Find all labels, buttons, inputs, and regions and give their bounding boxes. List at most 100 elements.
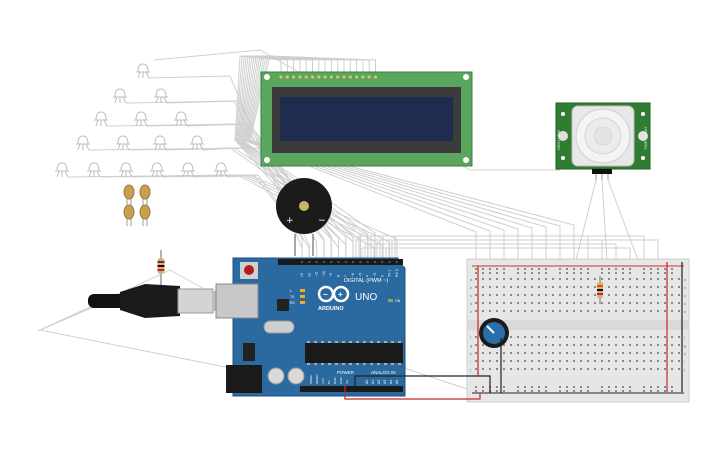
row-letter: c: [470, 293, 472, 298]
digital-pin-label: 4: [366, 275, 370, 277]
led-icon[interactable]: [87, 162, 101, 178]
analog-pin-label: A4: [389, 380, 393, 384]
row-letter: g: [684, 343, 686, 348]
row-letter: j: [469, 367, 471, 372]
arduino-logo-icon: − +: [317, 285, 350, 303]
digital-pin-label: TX 1: [388, 270, 392, 277]
digital-pin-label: 7: [344, 275, 348, 277]
digital-pin-label: ~11: [315, 271, 319, 277]
row-letter: i: [684, 359, 685, 364]
power-pin-label: 3.3V: [321, 378, 325, 384]
row-letter: d: [684, 301, 686, 306]
buzzer-minus-label: −: [318, 216, 326, 226]
analog-pin-label: A2: [377, 380, 381, 384]
reset-button[interactable]: [244, 265, 254, 275]
led-icon[interactable]: [153, 135, 167, 151]
digital-pin-label: 8: [337, 275, 341, 277]
row-letter: g: [470, 343, 472, 348]
led-icon[interactable]: [116, 135, 130, 151]
buzzer-plus-label: +: [286, 216, 294, 226]
lcd-display[interactable]: [260, 71, 473, 167]
row-letter: a: [470, 277, 473, 282]
buzzer[interactable]: + −: [276, 178, 332, 256]
led-icon[interactable]: [94, 111, 108, 127]
row-letter: b: [684, 285, 687, 290]
led-array: [55, 63, 228, 178]
led-icon[interactable]: [181, 162, 195, 178]
led-icon[interactable]: [174, 111, 188, 127]
power-pin-label: GND: [339, 377, 343, 385]
led-icon[interactable]: [76, 135, 90, 151]
usb-cable[interactable]: [88, 284, 224, 318]
led-icon[interactable]: [134, 111, 148, 127]
led-icon[interactable]: [113, 88, 127, 104]
pir-sensor[interactable]: HIGH LOW TIME DELAY: [555, 102, 651, 180]
on-label: ON: [395, 299, 401, 303]
usb-plug-icon: [88, 294, 128, 308]
capacitor-icon[interactable]: [123, 204, 135, 226]
pir-right-label: TIME DELAY: [643, 126, 648, 150]
digital-pin-label: ~3: [373, 273, 377, 277]
digital-pin-label: 13: [300, 273, 304, 277]
power-pin-label: IOREF: [309, 375, 313, 384]
capacitor-icon[interactable]: [123, 184, 135, 206]
power-pin-label: Vin: [345, 379, 349, 384]
digital-pin-label: 12: [307, 273, 311, 277]
lcd-screen: [280, 97, 453, 141]
power-pin-label: RESET: [315, 374, 319, 384]
row-letter: c: [684, 293, 686, 298]
lcd-pin-header: [279, 75, 378, 79]
digital-pin-label: ~9: [329, 273, 333, 277]
led-l-label: L: [290, 289, 292, 293]
power-pin-label: 5V: [327, 380, 331, 384]
mcu-pins: [307, 341, 401, 365]
digital-header: [278, 259, 403, 265]
potentiometer[interactable]: [479, 318, 509, 348]
row-letter: h: [470, 351, 472, 356]
led-icon[interactable]: [214, 162, 228, 178]
analog-label: ANALOG IN: [371, 370, 396, 375]
led-icon[interactable]: [136, 63, 150, 79]
row-letter: j: [683, 367, 685, 372]
analog-pin-label: A5: [395, 380, 399, 384]
power-pin-label: GND: [333, 377, 337, 385]
svg-text:−: −: [323, 290, 328, 299]
digital-pin-label: ~10: [322, 271, 326, 277]
led-tx-label: TX: [290, 295, 295, 299]
digital-label: DIGITAL (PWM ~): [344, 278, 388, 284]
analog-pin-label: A0: [365, 380, 369, 384]
led-icon[interactable]: [55, 162, 69, 178]
resistor-breadboard[interactable]: [597, 276, 603, 304]
analog-pin-label: A1: [371, 380, 375, 384]
board-model: UNO: [355, 292, 377, 303]
row-letter: b: [470, 285, 473, 290]
capacitor-icon[interactable]: [139, 204, 151, 226]
board-brand: ARDUINO: [318, 306, 344, 312]
capacitor-icon[interactable]: [139, 184, 151, 206]
resistor-usb[interactable]: [157, 250, 165, 285]
led-icon[interactable]: [190, 135, 204, 151]
row-letter: a: [684, 277, 687, 282]
row-letter: f: [470, 335, 472, 340]
led-rx-label: RX: [290, 301, 296, 305]
svg-text:+: +: [338, 290, 343, 299]
row-letter: e: [470, 309, 473, 314]
led-icon[interactable]: [154, 88, 168, 104]
row-letter: d: [470, 301, 472, 306]
digital-pin-label: 2: [380, 275, 384, 277]
led-icon[interactable]: [150, 162, 164, 178]
row-letter: f: [684, 335, 686, 340]
led-icon[interactable]: [119, 162, 133, 178]
digital-pin-label: ~5: [358, 273, 362, 277]
row-letter: h: [684, 351, 686, 356]
digital-pin-label: ~6: [351, 273, 355, 277]
power-label: POWER: [337, 370, 355, 375]
row-letter: e: [684, 309, 687, 314]
power-wires: [344, 262, 683, 400]
analog-pin-label: A3: [383, 380, 387, 384]
